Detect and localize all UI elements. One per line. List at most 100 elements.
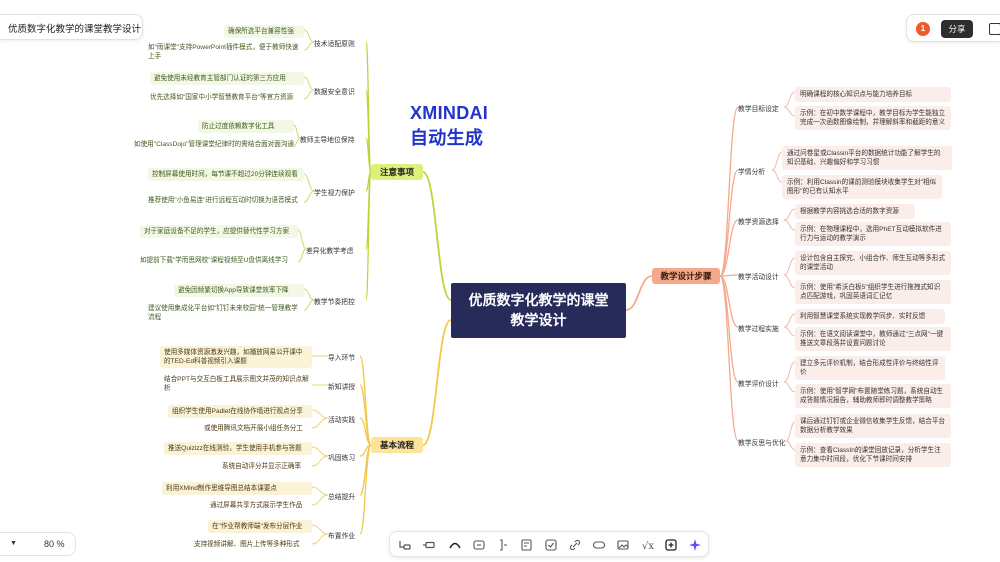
steps-leaf[interactable]: 示例：在物理课程中，选用PhET互动模拟软件进行力与运动的教学演示 [795, 222, 951, 246]
steps-sub-goal[interactable]: 教学目标设定 [738, 106, 779, 113]
connector [783, 274, 796, 289]
connector [303, 173, 315, 192]
notes-sub-security[interactable]: 数据安全意识 [314, 89, 355, 96]
connector [422, 319, 452, 446]
share-button[interactable]: 分享 [941, 20, 973, 38]
connector [311, 455, 329, 467]
steps-sub-activity[interactable]: 教学活动设计 [738, 274, 779, 281]
process-leaf[interactable]: 组织学生使用Padlet在线协作墙进行观点分享 [168, 405, 312, 418]
task-icon[interactable] [544, 538, 558, 552]
relationship-icon[interactable] [448, 538, 462, 552]
notes-leaf[interactable]: 避免使用未经教育主管部门认证的第三方应用 [150, 72, 304, 85]
subtopic-icon[interactable] [398, 538, 412, 552]
connector [359, 417, 372, 446]
connector [719, 274, 739, 277]
process-leaf[interactable]: 在"作业帮教师端"发布分层作业 [208, 520, 312, 533]
connector [783, 361, 796, 383]
steps-leaf[interactable]: 示例：查看ClassIn的课堂回放记录，分析学生注意力集中时间段，优化下节课时间… [795, 443, 951, 467]
process-leaf[interactable]: 结合PPT与交互白板工具展示图文并茂的知识点解析 [164, 376, 309, 392]
process-sub-activity[interactable]: 活动实践 [328, 417, 356, 424]
branch-notes[interactable]: 注意事项 [371, 164, 423, 180]
notes-sub-diff[interactable]: 差异化教学考虑 [306, 248, 354, 255]
image-icon[interactable] [616, 538, 630, 552]
process-sub-intro[interactable]: 导入环节 [328, 355, 356, 362]
steps-leaf[interactable]: 根据教学内容挑选合适的数字资源 [795, 204, 915, 219]
connector [783, 91, 796, 108]
steps-sub-process[interactable]: 教学过程实施 [738, 326, 779, 333]
steps-leaf[interactable]: 示例：在初中数学课程中，教学目标为学生能独立完成一次函数图像绘制，并理解斜率和截… [795, 106, 951, 130]
process-leaf[interactable]: 系统自动评分并显示正确率 [222, 463, 302, 470]
branch-steps[interactable]: 教学设计步骤 [652, 268, 720, 284]
process-sub-teach[interactable]: 新知讲授 [328, 384, 356, 391]
steps-sub-reflection[interactable]: 教学反思与优化 [738, 440, 786, 447]
connector [719, 219, 739, 277]
notes-sub-teacher[interactable]: 教师主导地位保持 [300, 137, 355, 144]
insert-icon[interactable] [664, 538, 678, 552]
notes-leaf[interactable]: 如使用"ClassDojo"管理课堂纪律时的需结合面对面沟通 [134, 141, 295, 148]
process-sub-practice[interactable]: 巩固练习 [328, 455, 356, 462]
notes-leaf[interactable]: 优先选择如"国家中小学智慧教育平台"等官方资源 [150, 94, 294, 101]
process-leaf[interactable]: 或使用腾讯文档开展小组任务分工 [204, 425, 303, 432]
process-leaf[interactable]: 通过屏幕共享方式展示学生作品 [210, 502, 303, 509]
summary-icon[interactable] [496, 538, 510, 552]
zoom-control[interactable]: ▼ 80 % [0, 532, 76, 556]
notes-leaf[interactable]: 如提前下载"学而思网校"课程视频至U盘供离线学习 [140, 257, 288, 264]
notes-leaf[interactable]: 建议使用集成化平台如"钉钉未来校园"统一管理教学流程 [148, 305, 298, 321]
connector [303, 29, 315, 43]
notes-leaf[interactable]: 推荐使用"小鱼易连"进行远程互动时切换为语音模式 [148, 197, 298, 204]
notes-sub-vision[interactable]: 学生视力保护 [314, 190, 355, 197]
process-leaf[interactable]: 利用XMind制作思维导图总结本课要点 [162, 482, 312, 495]
notes-leaf[interactable]: 防止过度依赖数字化工具 [198, 120, 294, 133]
connector [785, 421, 796, 442]
steps-leaf[interactable]: 示例：利用Classin的课前测验模块收集学生对"相似图形"的已有认知水平 [782, 175, 942, 199]
notes-leaf[interactable]: 确保所选平台兼容性强 [224, 25, 304, 38]
steps-leaf[interactable]: 示例：使用"希沃白板5"组织学生进行拖拽式知识点匹配游戏，巩固英语词汇记忆 [795, 280, 951, 304]
central-topic-line2: 教学设计 [510, 312, 567, 328]
notes-leaf[interactable]: 对于家庭设备不足的学生，应提供替代性学习方案 [140, 225, 298, 238]
notes-sub-pace[interactable]: 教学节奏把控 [314, 299, 355, 306]
steps-leaf[interactable]: 课后通过钉钉或企业微信收集学生反馈，结合平台数据分析教学效果 [795, 414, 951, 438]
connector [303, 190, 315, 203]
connector [311, 524, 329, 535]
steps-leaf[interactable]: 示例：在语文阅读课堂中，教师通过"三点网"一键推送文章段落并设置问题讨论 [795, 327, 951, 351]
steps-leaf[interactable]: 通过问卷星或Classin平台的数据统计功能了解学生的知识基础、兴趣偏好和学习习… [782, 146, 952, 170]
process-sub-homework[interactable]: 布置作业 [328, 533, 356, 540]
connector [303, 89, 315, 100]
process-leaf[interactable]: 推送Quizizz在线测验，学生使用手机参与答题 [164, 442, 312, 455]
steps-leaf[interactable]: 利用智慧课堂系统实现教学同步、实时反馈 [795, 309, 945, 324]
connector [771, 151, 783, 171]
boundary-icon[interactable] [472, 538, 486, 552]
formula-icon[interactable]: √x [640, 538, 654, 552]
steps-leaf[interactable]: 建立多元评价机制，结合形成性评价与终结性评价 [795, 356, 945, 380]
document-title[interactable]: 优质数字化教学的课堂教学设计 [0, 14, 143, 40]
ai-sparkle-icon[interactable] [688, 538, 702, 552]
connector [311, 417, 329, 429]
topic-icon[interactable] [422, 538, 436, 552]
connector [783, 326, 796, 337]
steps-leaf[interactable]: 示例：使用"智学网"布置随堂练习题，系统自动生成答题情况报告，辅助教师即时调整教… [795, 384, 951, 408]
central-topic[interactable]: 优质数字化教学的课堂 教学设计 [451, 283, 626, 338]
process-leaf[interactable]: 支持视频讲解、图片上传等多种形式 [194, 541, 300, 548]
link-icon[interactable] [568, 538, 582, 552]
steps-leaf[interactable]: 明确课程的核心知识点与能力培养目标 [795, 87, 951, 102]
notification-badge[interactable]: 1 [916, 22, 930, 36]
notes-sub-tech[interactable]: 技术适配原则 [314, 41, 355, 48]
branch-process[interactable]: 基本流程 [371, 437, 423, 453]
process-leaf[interactable]: 使用多媒体资源激发兴趣，如播放网易公开课中的TED-Ed科普视频引入课题 [160, 346, 312, 368]
steps-sub-analysis[interactable]: 学情分析 [738, 169, 766, 176]
note-icon[interactable] [520, 538, 534, 552]
steps-sub-resource[interactable]: 教学资源选择 [738, 219, 779, 226]
zoom-dropdown-icon[interactable]: ▼ [10, 540, 17, 547]
notes-leaf[interactable]: 控制屏幕使用时间，每节课不超过20分钟连续观看 [148, 168, 304, 181]
connector [783, 313, 796, 328]
notes-leaf[interactable]: 如"雨课堂"支持PowerPoint插件模式，便于教师快速上手 [148, 44, 299, 60]
steps-leaf[interactable]: 设计包含自主探究、小组合作、师生互动等多形式的课堂活动 [795, 251, 951, 275]
process-sub-summary[interactable]: 总结提升 [328, 494, 356, 501]
notes-leaf[interactable]: 避免因频繁切换App导致课堂效率下降 [174, 284, 304, 297]
label-icon[interactable] [592, 538, 606, 552]
steps-sub-evaluation[interactable]: 教学评价设计 [738, 381, 779, 388]
window-icon[interactable] [989, 23, 1000, 35]
connector [311, 486, 329, 496]
connector [783, 106, 796, 117]
